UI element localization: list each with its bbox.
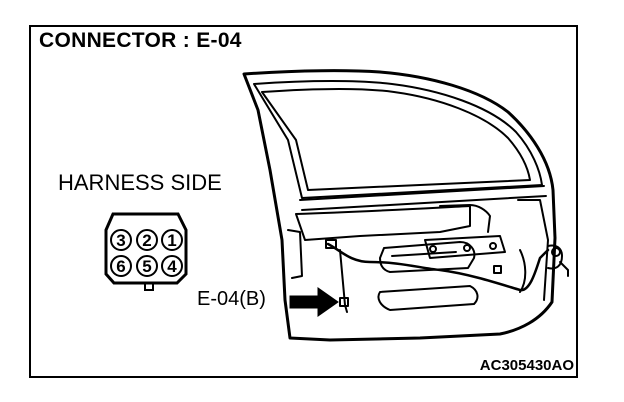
illustration-code: AC305430AO [479,357,574,374]
pin-numbers: 3 2 1 6 5 4 [116,231,177,276]
pin-number: 2 [142,231,151,250]
pin-number: 5 [142,257,151,276]
pin-number: 6 [116,257,125,276]
pin-number: 4 [167,257,177,276]
pin-number: 1 [167,231,176,250]
diagram-frame [29,25,578,378]
connector-pins [110,229,183,277]
connector-face [104,212,188,291]
connector-location-label: E-04(B) [197,288,266,310]
pointer-arrow [289,287,339,317]
pin-number: 3 [116,231,125,250]
harness-side-label: HARNESS SIDE [58,170,222,195]
door-illustration [242,69,569,342]
connector-title: CONNECTOR : E-04 [39,29,242,52]
